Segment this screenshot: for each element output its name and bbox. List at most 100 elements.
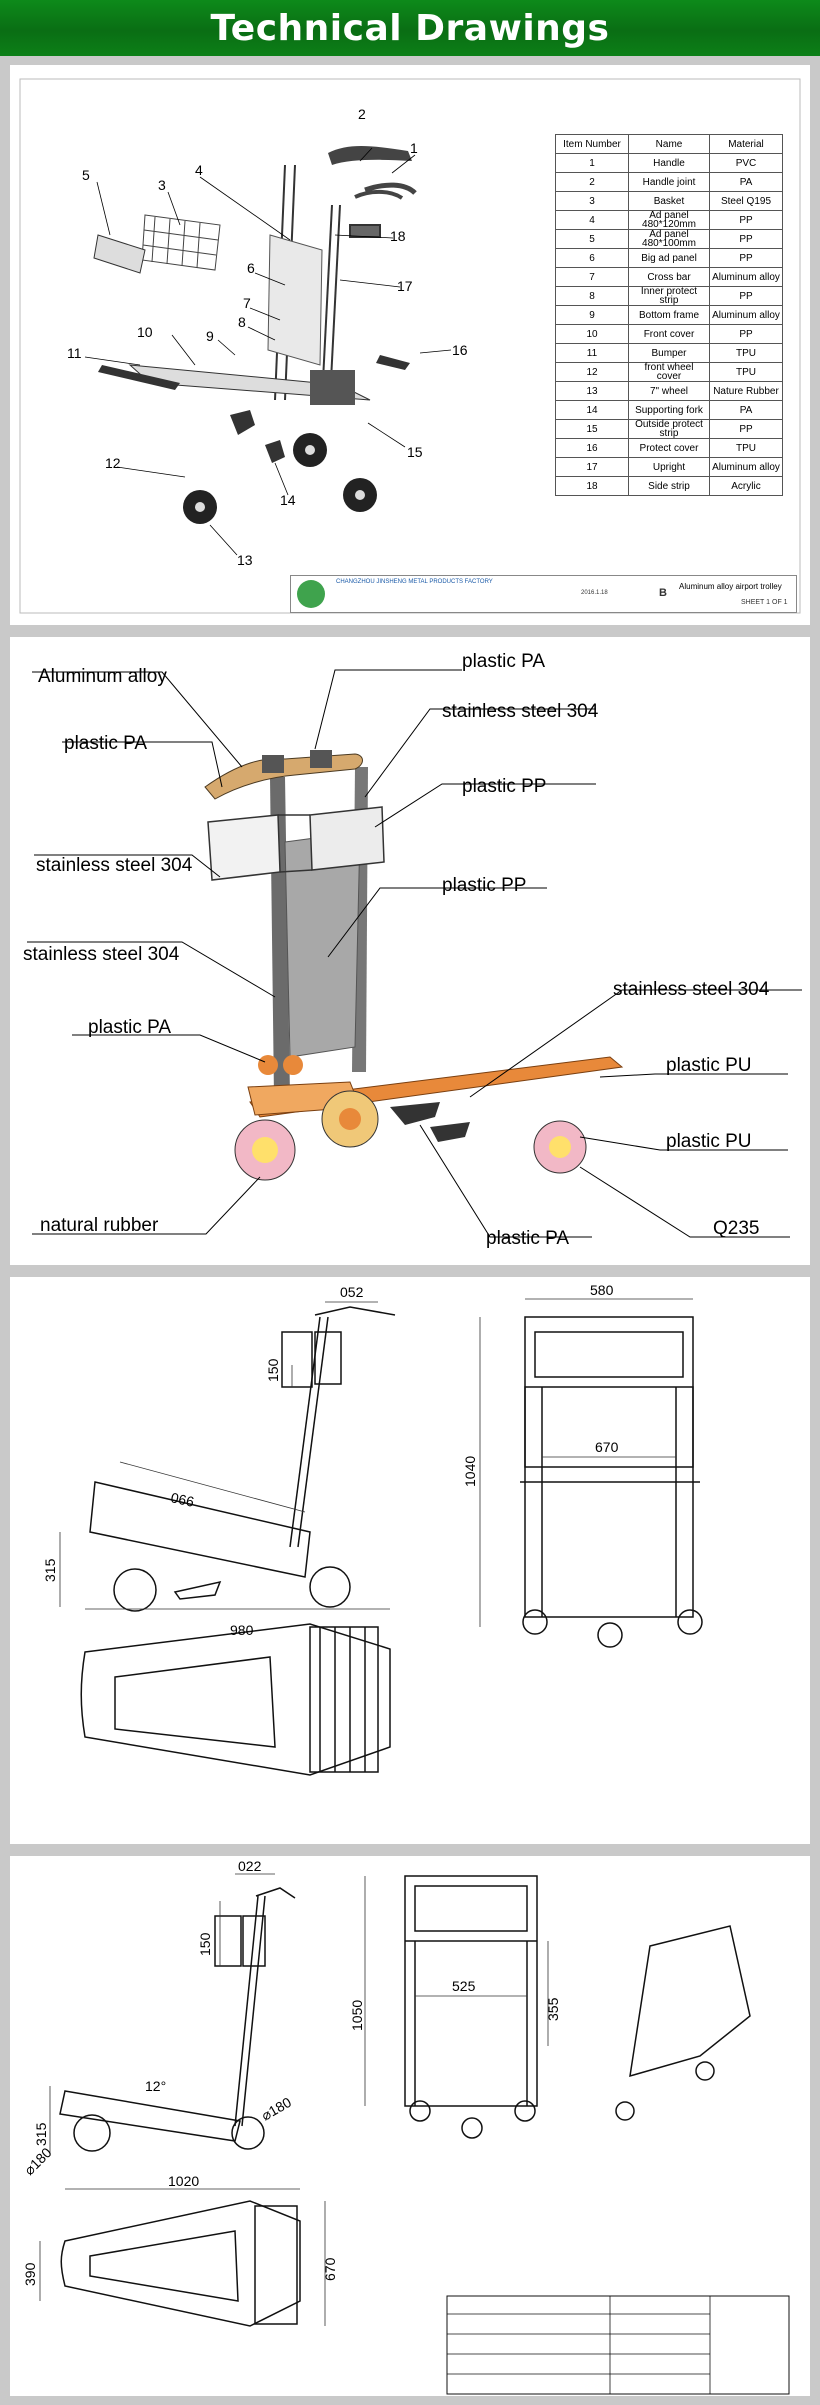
callout-3: 3: [158, 177, 166, 193]
callout-4: 4: [195, 162, 203, 178]
label-plastic-pa-left: plastic PA: [64, 733, 147, 754]
cell: PP: [709, 286, 783, 306]
cell: PP: [709, 210, 783, 230]
cell: 6: [555, 248, 629, 268]
callout-1: 1: [410, 140, 418, 156]
title-block: CHANGZHOU JINSHENG METAL PRODUCTS FACTOR…: [290, 575, 797, 613]
dim-355: 355: [545, 1997, 561, 2021]
label-ss304-left-1: stainless steel 304: [36, 855, 193, 876]
cell: 12: [555, 362, 629, 382]
callout-11: 11: [67, 345, 82, 361]
exploded-view-drawing: 1 2 3 4 5 6 7 8 9 10 11 12 13 14 15 16 1…: [19, 78, 801, 614]
dim-dia-180-a: ⌀180: [259, 2094, 295, 2124]
cell: Basket: [628, 191, 710, 211]
materials-panel: Aluminum alloy plastic PA stainless stee…: [10, 637, 810, 1265]
cell: 3: [555, 191, 629, 211]
header-material: Material: [709, 134, 783, 154]
callout-7: 7: [243, 295, 251, 311]
callout-18: 18: [390, 228, 406, 244]
cell: TPU: [709, 438, 783, 458]
label-ss304-top: stainless steel 304: [442, 701, 599, 722]
dimension-panel-1: 052 150 066 315 980 580 670 1040: [10, 1277, 810, 1844]
cell: 9: [555, 305, 629, 325]
callout-2: 2: [358, 106, 366, 122]
cell: Nature Rubber: [709, 381, 783, 401]
sheet-size: B: [659, 587, 667, 599]
label-q235: Q235: [713, 1218, 759, 1239]
label-plastic-pa-mid: plastic PA: [88, 1017, 171, 1038]
company-name: CHANGZHOU JINSHENG METAL PRODUCTS FACTOR…: [336, 579, 493, 585]
cell: 5: [555, 229, 629, 249]
cell: Ad panel 480*120mm: [628, 210, 710, 230]
dim-670-b: 670: [322, 2257, 338, 2281]
cell: Bottom frame: [628, 305, 710, 325]
sheet-number: SHEET 1 OF 1: [741, 599, 788, 606]
dim-12-deg: 12°: [145, 2078, 166, 2094]
label-aluminum-alloy: Aluminum alloy: [38, 666, 167, 687]
dim-150: 150: [265, 1358, 281, 1382]
callout-12: 12: [105, 455, 121, 471]
cell: 8: [555, 286, 629, 306]
cell: PVC: [709, 153, 783, 173]
dim-1050: 1050: [349, 2000, 365, 2031]
cell: 2: [555, 172, 629, 192]
cell: 17: [555, 457, 629, 477]
dim-1020: 1020: [168, 2173, 199, 2189]
exploded-view-panel: 1 2 3 4 5 6 7 8 9 10 11 12 13 14 15 16 1…: [10, 65, 810, 625]
dim-066: 066: [169, 1489, 195, 1510]
label-plastic-pa-top: plastic PA: [462, 651, 545, 672]
cell: Bumper: [628, 343, 710, 363]
cell: Handle: [628, 153, 710, 173]
cell: TPU: [709, 343, 783, 363]
label-ss304-right: stainless steel 304: [613, 979, 770, 1000]
cell: Outside protect strip: [628, 419, 710, 439]
drawing-date: 2016.1.18: [581, 590, 608, 596]
callout-8: 8: [238, 314, 246, 330]
label-plastic-pu-1: plastic PU: [666, 1055, 752, 1076]
dim-052: 052: [340, 1284, 364, 1300]
cell: Big ad panel: [628, 248, 710, 268]
cell: Ad panel 480*100mm: [628, 229, 710, 249]
cell: Front cover: [628, 324, 710, 344]
callout-14: 14: [280, 492, 296, 508]
label-plastic-pa-bottom: plastic PA: [486, 1228, 569, 1249]
cell: 13: [555, 381, 629, 401]
cell: Aluminum alloy: [709, 267, 783, 287]
callout-5: 5: [82, 167, 90, 183]
dim-150-b: 150: [197, 1932, 213, 1956]
dim-980: 980: [230, 1622, 254, 1638]
cell: Supporting fork: [628, 400, 710, 420]
dim-1040: 1040: [462, 1456, 478, 1487]
cell: 11: [555, 343, 629, 363]
cell: Steel Q195: [709, 191, 783, 211]
table-header-row: Item Number Name Material: [555, 134, 783, 154]
header-item-number: Item Number: [555, 134, 629, 154]
dim-525: 525: [452, 1978, 476, 1994]
cell: PP: [709, 248, 783, 268]
dimension-drawing-1: 052 150 066 315 980 580 670 1040: [42, 1282, 703, 1776]
cell: PP: [709, 324, 783, 344]
callout-15: 15: [407, 444, 423, 460]
callout-10: 10: [137, 324, 153, 340]
cell: 7" wheel: [628, 381, 710, 401]
cell: Protect cover: [628, 438, 710, 458]
dim-315-b: 315: [33, 2122, 49, 2146]
cell: Acrylic: [709, 476, 783, 496]
cell: Side strip: [628, 476, 710, 496]
label-plastic-pu-2: plastic PU: [666, 1131, 752, 1152]
label-natural-rubber: natural rubber: [40, 1215, 159, 1236]
